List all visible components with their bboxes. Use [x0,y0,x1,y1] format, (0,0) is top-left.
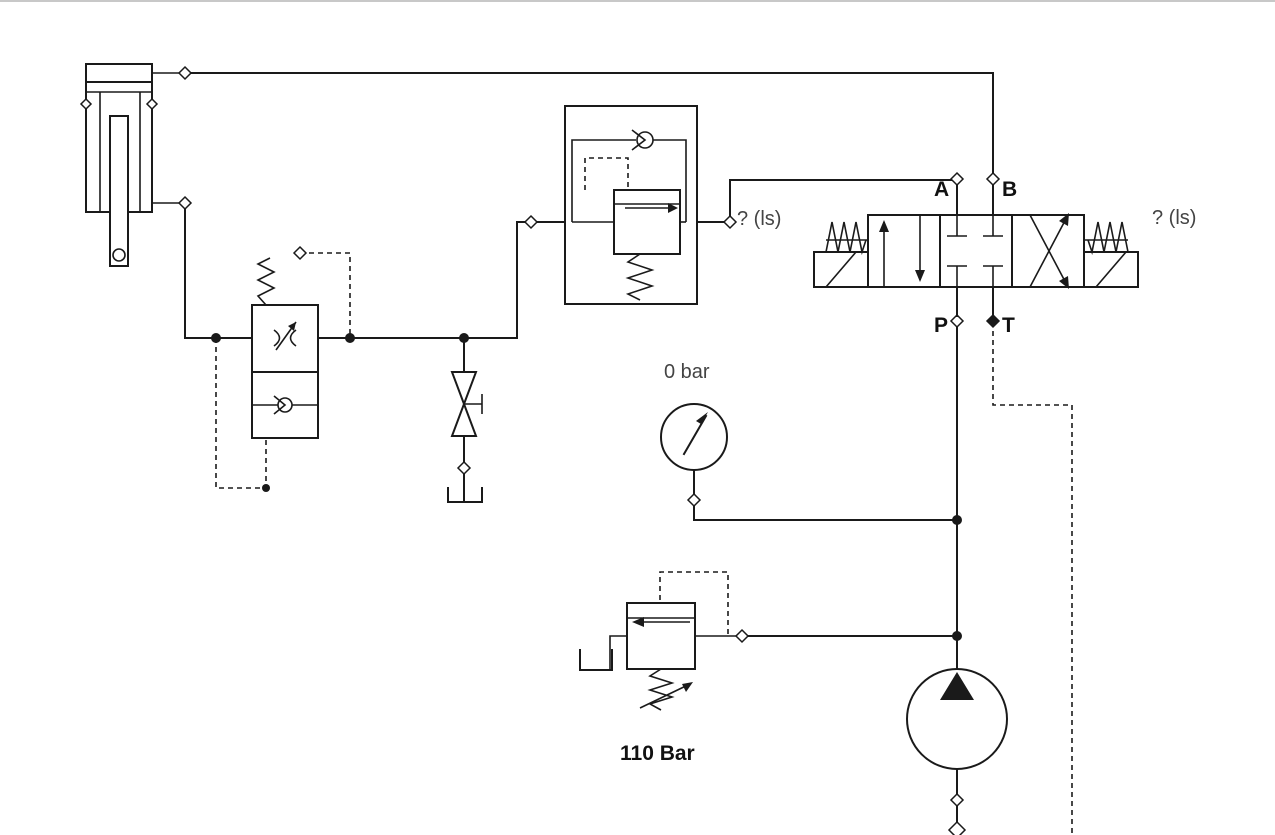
junction [952,515,962,525]
bypass-line [653,139,687,222]
dcv-body [867,214,1085,288]
flow-readout-left: ? (ls) [737,208,781,230]
line-cylinder-to-sequence-valve [184,202,253,339]
line-gauge-branch [693,499,958,521]
adjust-arrow-icon [639,683,691,709]
arrow-left-icon [632,617,644,627]
solenoid-icon [1095,251,1127,288]
port-marker [177,195,193,211]
arrow-cross-icon [1059,213,1069,226]
compensator-pilot-line [584,157,629,190]
junction [345,333,355,343]
relief-outlet [609,635,627,670]
shutoff-lower-triangle [450,401,478,437]
junction [262,484,270,492]
line-cylinder-to-port-b [184,72,994,181]
port-marker [523,214,539,230]
spring-icon [825,221,867,256]
dcv-flow-path [1029,214,1069,288]
pump-body [906,668,1008,770]
pressure-gauge[interactable] [660,403,728,495]
sequence-check-valve[interactable] [251,257,319,439]
port-marker [145,97,159,111]
port-marker-a [949,171,965,187]
gauge-reading: 0 bar [664,361,710,383]
bypass-line [571,139,636,222]
port-marker [722,214,738,230]
labels: A B P T ? (ls) ? (ls) 0 bar 110 Bar [620,178,1196,765]
pilot-lines [215,252,1073,835]
port-marker [734,628,750,644]
gauge-needle [682,414,708,456]
window-top-border [0,0,1275,2]
arrow-cross-icon [1059,276,1069,289]
cylinder-rod [109,115,129,267]
port-label-a: A [934,178,949,201]
spring-icon [256,257,276,306]
tank-icon [579,649,613,671]
flow-arrowhead-icon [668,203,678,213]
hydraulic-cylinder[interactable] [79,63,180,267]
check-seat-icon [273,395,287,415]
pilot-line-relief [659,571,729,636]
junction [211,333,221,343]
port-marker [177,65,193,81]
relief-valve-body [626,602,696,670]
spring-icon [625,253,655,301]
port-label-b: B [1002,178,1017,201]
flow-readout-right: ? (ls) [1152,207,1196,229]
port-marker [79,97,93,111]
port-markers [177,65,1001,808]
line-flow-control-to-port-a [685,179,958,223]
port-marker [947,820,967,835]
pressure-relief-valve[interactable] [579,602,736,711]
port-marker [686,492,702,508]
arrow-up-icon [879,220,889,232]
spring-icon [1087,221,1129,256]
port-marker [456,460,472,476]
cylinder-rod-eye [112,248,126,262]
flow-control-valve[interactable] [564,105,698,305]
pump-direction-icon [940,672,974,700]
port-marker-t [985,313,1001,329]
hydraulic-pump[interactable] [906,668,1008,835]
pilot-line-sequence-upper [300,252,351,338]
line-to-flow-control [516,221,573,339]
port-marker [292,245,308,261]
solenoid-icon [825,251,857,288]
restrictor-icon [273,329,281,347]
junction [459,333,469,343]
arrow-down-icon [915,270,925,282]
compensator-spool [613,189,681,255]
port-label-p: P [934,314,948,337]
adjust-arrowhead-icon [288,322,296,331]
tank-return-line [992,322,1073,835]
port-marker-b [985,171,1001,187]
gauge-needle-tip-icon [696,412,708,424]
bypass-check-seat-icon [631,129,647,151]
port-marker-p [949,313,965,329]
hydraulic-lines [184,72,994,835]
adjust-arrowhead-icon [682,682,693,692]
spring-icon [647,668,675,711]
junction [952,631,962,641]
port-marker [949,792,965,808]
shutoff-upper-triangle [450,371,478,407]
relief-setting: 110 Bar [620,742,695,765]
pilot-line-sequence-lower [215,338,267,489]
restrictor-icon [289,329,297,347]
port-label-t: T [1002,314,1015,337]
shutoff-valve[interactable] [447,371,483,503]
tank-icon [447,487,483,503]
directional-control-valve[interactable] [813,184,1139,317]
